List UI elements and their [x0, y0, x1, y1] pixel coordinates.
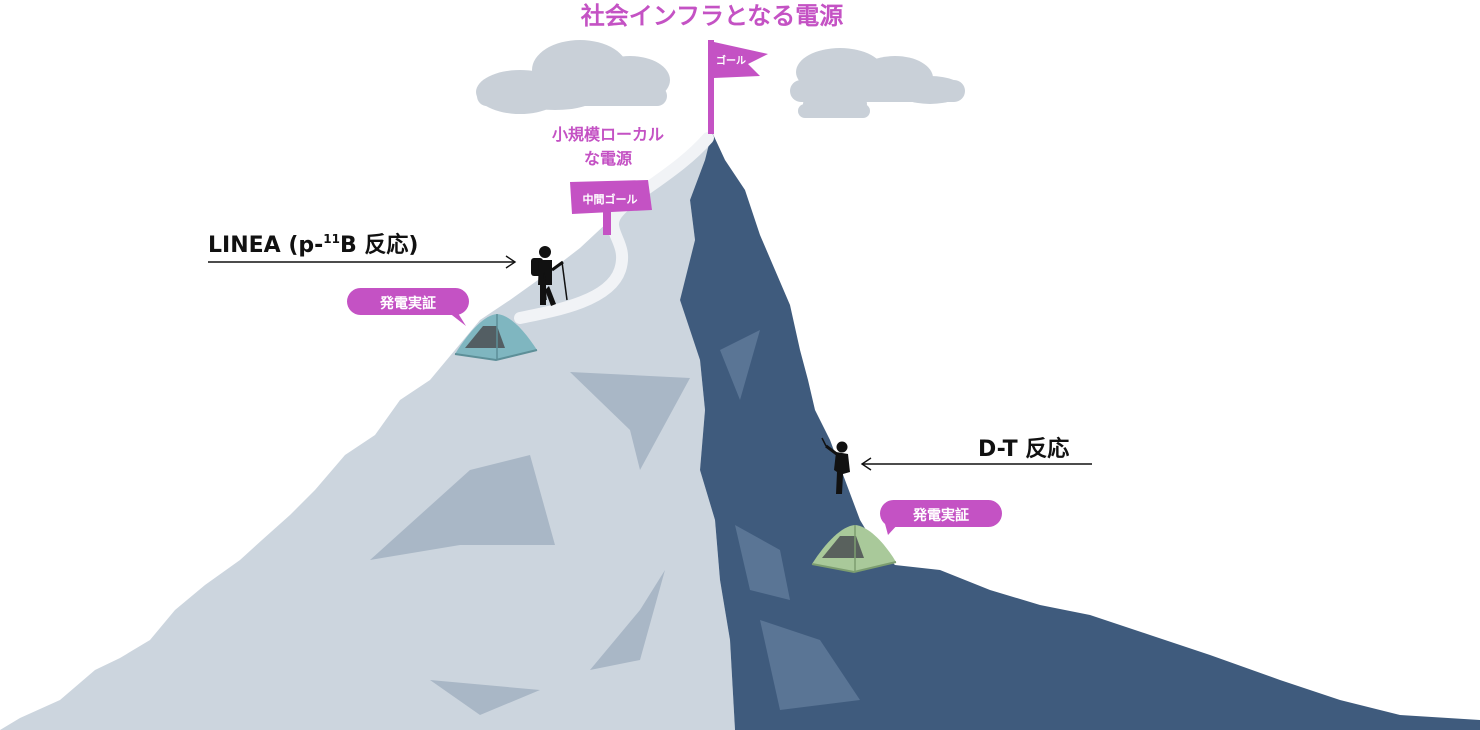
rock-facets-right — [720, 330, 860, 710]
climber-silhouette-icon — [821, 437, 850, 494]
linea-leader-arrow — [208, 255, 517, 269]
midway-sign-label: 中間ゴール — [583, 192, 638, 206]
summit-flag-label: ゴール — [716, 54, 746, 67]
midway-signpost: 中間ゴール — [570, 180, 652, 235]
midway-caption-line1: 小規模ローカル — [552, 125, 664, 144]
dt-leader-arrow — [860, 457, 1092, 471]
mountain-right-slope — [680, 132, 1480, 730]
dt-camp-badge: 発電実証 — [880, 500, 1002, 535]
hiker-silhouette-icon — [531, 246, 568, 306]
linea-camp-badge-text: 発電実証 — [379, 295, 436, 312]
rock-facets-left — [370, 372, 690, 715]
cloud-right — [790, 48, 965, 118]
dt-camp-badge-text: 発電実証 — [912, 507, 969, 524]
dt-label: D-T 反応 — [978, 436, 1069, 462]
linea-label: LINEA (p-11B 反応) — [208, 232, 418, 258]
tent-linea-icon — [454, 314, 538, 362]
summit-flag: ゴール — [708, 40, 768, 134]
linea-camp-badge: 発電実証 — [347, 288, 469, 326]
climbing-trail — [514, 132, 714, 324]
tent-dt-icon — [811, 525, 897, 574]
goal-title: 社会インフラとなる電源 — [581, 2, 844, 30]
cloud-left — [476, 40, 670, 114]
midway-caption-line2: な電源 — [584, 149, 632, 168]
